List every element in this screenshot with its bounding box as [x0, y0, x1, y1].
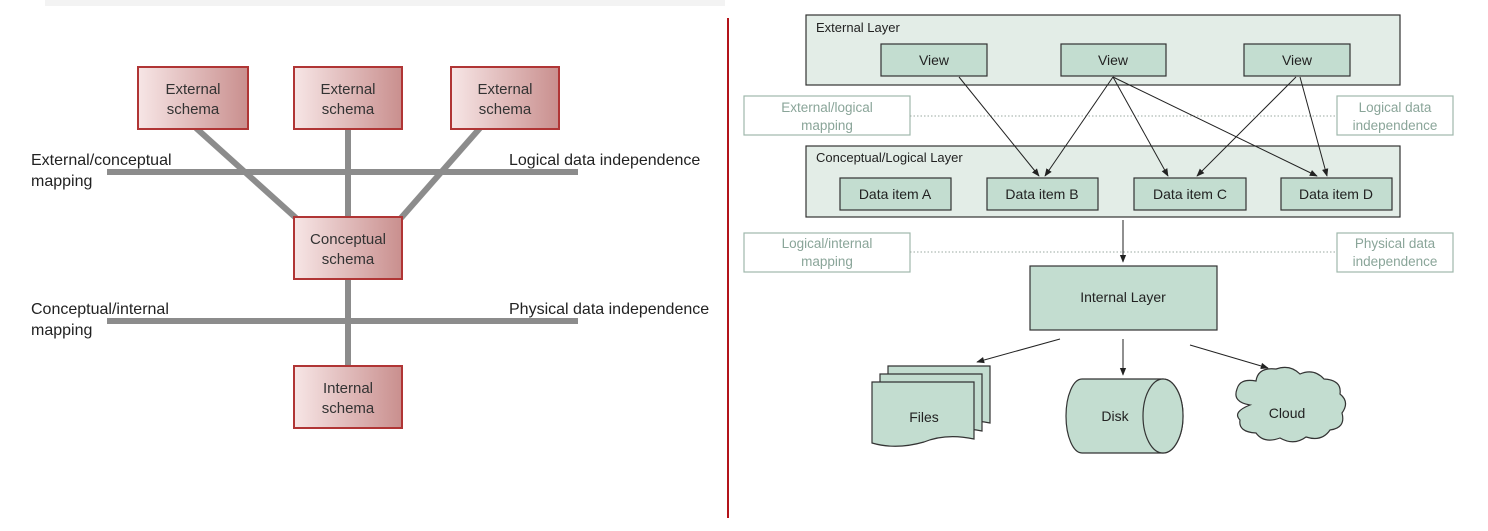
view-1: View	[880, 43, 988, 77]
conceptual-layer-title: Conceptual/Logical Layer	[816, 150, 963, 165]
external-schema-1-line1: External	[165, 81, 220, 98]
physical-independence-box: Physical data independence	[1336, 232, 1454, 273]
internal-schema-line2: schema	[322, 400, 375, 417]
data-item-d-label: Data item D	[1299, 186, 1373, 202]
conc-int-mapping-label-line2: mapping	[31, 322, 92, 339]
conceptual-schema-line2: schema	[322, 251, 375, 268]
external-schema-1-line2: schema	[167, 101, 220, 118]
external-schema-2-line2: schema	[322, 101, 375, 118]
external-schema-1: External schema	[137, 66, 249, 130]
arrow-view3-itemc	[1196, 76, 1297, 177]
external-layer-title: External Layer	[816, 20, 900, 35]
arrow-view3-itemd	[1299, 76, 1329, 177]
logical-internal-mapping-line2: mapping	[801, 254, 853, 269]
external-schema-2-line1: External	[320, 81, 375, 98]
data-item-b-label: Data item B	[1005, 186, 1078, 202]
ext-conc-mapping-label-line2: mapping	[31, 173, 92, 190]
logical-internal-mapping-line1: Logical/internal	[782, 236, 873, 251]
layered-architecture-diagram: External Layer View View View External/l…	[743, 14, 1454, 454]
view-2-label: View	[1098, 52, 1129, 68]
data-item-c-label: Data item C	[1153, 186, 1227, 202]
conceptual-schema-line1: Conceptual	[310, 231, 386, 248]
logical-independence-line1: Logical data	[1359, 100, 1432, 115]
disk-label: Disk	[1101, 408, 1129, 424]
storage-arrows	[976, 338, 1269, 376]
external-schema-3-line1: External	[477, 81, 532, 98]
logical-independence-line2: independence	[1353, 118, 1438, 133]
top-shadow-bar	[45, 0, 725, 6]
arrow-view2-itemb	[1044, 76, 1114, 177]
conc-int-mapping-label-line1: Conceptual/internal	[31, 301, 169, 318]
conceptual-schema: Conceptual schema	[293, 216, 403, 280]
cloud-icon: Cloud	[1235, 366, 1347, 443]
three-schema-diagram: External schema External schema External…	[31, 66, 709, 429]
data-item-a: Data item A	[839, 177, 952, 211]
data-item-d: Data item D	[1280, 177, 1393, 211]
logical-data-independence-label: Logical data independence	[509, 152, 700, 169]
ext-logical-mapping-line1: External/logical	[781, 100, 873, 115]
internal-schema-line1: Internal	[323, 380, 373, 397]
ext-logical-mapping-box: External/logical mapping	[743, 95, 911, 136]
ext-logical-mapping-line2: mapping	[801, 118, 853, 133]
view-item-arrows	[958, 76, 1329, 177]
view-3-label: View	[1282, 52, 1313, 68]
internal-schema: Internal schema	[293, 365, 403, 429]
physical-independence-line2: independence	[1353, 254, 1438, 269]
external-schema-2: External schema	[293, 66, 403, 130]
ext-conc-mapping-label-line1: External/conceptual	[31, 152, 172, 169]
files-icon: Files	[871, 365, 991, 447]
external-schema-3: External schema	[450, 66, 560, 130]
disk-icon: Disk	[1065, 378, 1184, 454]
physical-data-independence-label: Physical data independence	[509, 301, 709, 318]
view-2: View	[1060, 43, 1167, 77]
cloud-label: Cloud	[1269, 405, 1306, 421]
view-3: View	[1243, 43, 1351, 77]
data-item-c: Data item C	[1133, 177, 1247, 211]
arrow-internal-cloud	[1189, 344, 1269, 370]
data-item-a-label: Data item A	[859, 186, 932, 202]
arrow-view2-itemd	[1112, 76, 1318, 177]
internal-layer-label: Internal Layer	[1080, 289, 1166, 305]
arrow-view2-itemc	[1112, 76, 1169, 177]
arrow-internal-files	[976, 338, 1061, 364]
external-schema-3-line2: schema	[479, 101, 532, 118]
physical-independence-line1: Physical data	[1355, 236, 1436, 251]
view-1-label: View	[919, 52, 950, 68]
files-label: Files	[909, 409, 939, 425]
logical-internal-mapping-box: Logical/internal mapping	[743, 232, 911, 273]
arrow-view1-itemb	[958, 76, 1040, 177]
internal-layer: Internal Layer	[1029, 265, 1218, 331]
data-item-b: Data item B	[986, 177, 1099, 211]
logical-independence-box: Logical data independence	[1336, 95, 1454, 136]
schema-connectors	[107, 125, 578, 366]
